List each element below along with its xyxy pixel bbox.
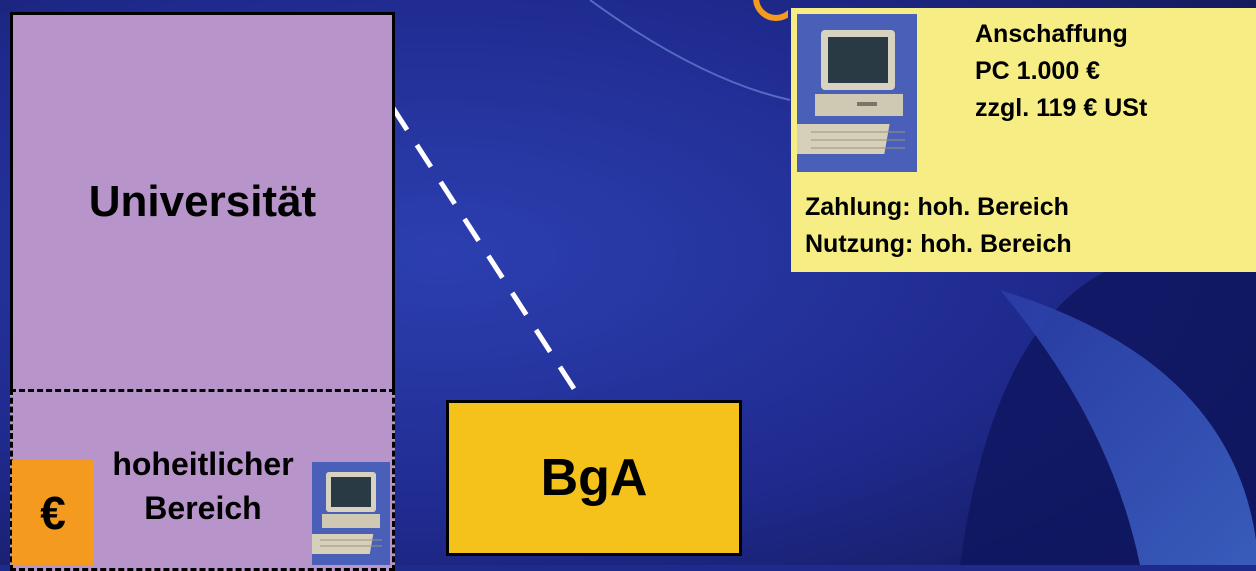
sovereign-area-label-line1: hoheitlicher xyxy=(112,446,294,482)
purchase-allocation: Zahlung: hoh. Bereich Nutzung: hoh. Bere… xyxy=(805,189,1072,263)
bga-label: BgA xyxy=(540,449,648,507)
computer-icon xyxy=(312,462,390,565)
purchase-details: Anschaffung PC 1.000 € zzgl. 119 € USt xyxy=(975,16,1147,127)
bga-box: BgA xyxy=(446,400,742,556)
euro-symbol: € xyxy=(40,486,66,539)
purchase-vat: zzgl. 119 € USt xyxy=(975,94,1148,122)
purchase-price: PC 1.000 € xyxy=(975,57,1101,85)
orange-arc-decoration xyxy=(753,0,788,21)
purchase-title: Anschaffung xyxy=(975,20,1128,48)
sovereign-area-label-line2: Bereich xyxy=(144,490,262,526)
payment-allocation: Zahlung: hoh. Bereich xyxy=(805,193,1069,221)
usage-allocation: Nutzung: hoh. Bereich xyxy=(805,230,1072,258)
computer-icon xyxy=(797,14,917,172)
euro-icon: € xyxy=(12,460,94,565)
purchase-info-card: Anschaffung PC 1.000 € zzgl. 119 € USt Z… xyxy=(791,8,1256,272)
sovereign-area-label: hoheitlicher Bereich xyxy=(73,442,333,530)
university-box: Universität xyxy=(10,12,395,395)
university-title: Universität xyxy=(88,177,317,226)
